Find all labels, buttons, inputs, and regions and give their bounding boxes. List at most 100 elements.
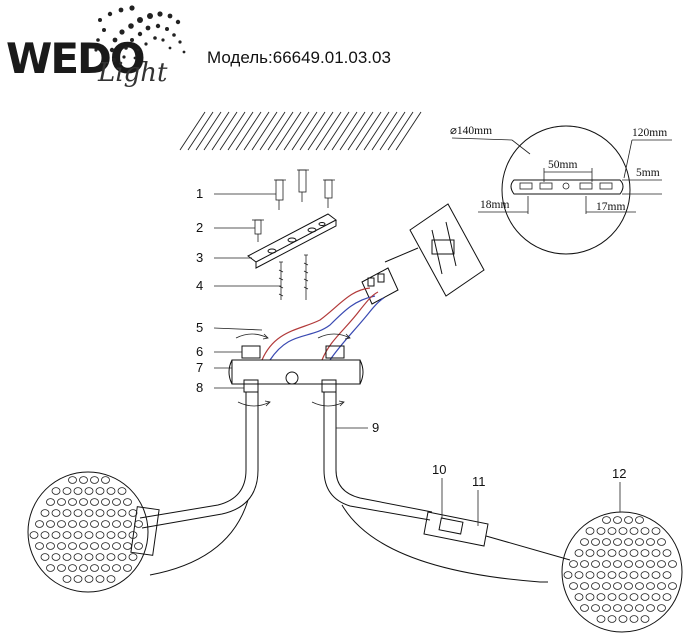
perforation-hole [117, 509, 127, 517]
callout-leaders [213, 193, 621, 526]
perforation-hole [79, 498, 88, 506]
ceiling-hatching [179, 111, 422, 151]
perforation-hole [68, 542, 77, 550]
nuts-bottom [243, 379, 337, 393]
perforation-hole [101, 520, 110, 528]
perforation-hole [101, 476, 110, 484]
long-screws [278, 254, 309, 300]
perforation-hole [657, 538, 666, 546]
perforation-hole [585, 571, 595, 579]
perforation-hole [117, 531, 127, 539]
dim-length: 120mm [632, 127, 667, 139]
perforation-hole [57, 520, 66, 528]
perforation-hole [95, 487, 105, 495]
perforation-hole [624, 538, 633, 546]
perforation-hole [662, 549, 672, 557]
callout-4: 4 [196, 278, 203, 293]
perforation-hole [40, 553, 50, 561]
perforation-hole [73, 509, 83, 517]
perforation-hole [640, 593, 650, 601]
wire-blue [269, 295, 376, 361]
perforation-hole [618, 571, 628, 579]
perforation-hole [635, 582, 644, 590]
perforation-hole [90, 476, 99, 484]
perforation-hole [574, 549, 584, 557]
dim-slot: 5mm [636, 167, 660, 179]
perforation-hole [635, 538, 644, 546]
perforation-hole [646, 560, 655, 568]
perforation-hole [596, 527, 606, 535]
globe-left [27, 471, 160, 593]
perforation-hole [51, 509, 61, 517]
wire-red [261, 287, 371, 361]
perforation-hole [629, 527, 639, 535]
perforation-hole [106, 531, 116, 539]
perforation-hole [106, 575, 116, 583]
perforation-hole [62, 487, 72, 495]
perforation-hole [84, 487, 94, 495]
perforation-hole [596, 615, 606, 623]
perforation-hole [84, 531, 94, 539]
perforation-hole [602, 582, 611, 590]
perforation-hole [62, 553, 72, 561]
perforation-hole [580, 538, 589, 546]
small-screw [252, 219, 264, 242]
perforation-hole [106, 509, 116, 517]
perforation-hole [618, 527, 628, 535]
perforation-hole [95, 531, 105, 539]
perforation-hole [117, 487, 127, 495]
perforation-hole [618, 615, 628, 623]
perforation-hole [646, 604, 655, 612]
perforation-hole [613, 516, 622, 524]
globe-right [561, 511, 683, 633]
perforation-hole [90, 520, 99, 528]
perforation-hole [563, 571, 573, 579]
perforation-hole [112, 542, 121, 550]
dim-diameter: ⌀140mm [450, 125, 492, 137]
perforation-hole [629, 549, 639, 557]
perforation-hole [585, 593, 595, 601]
perforation-hole [657, 604, 666, 612]
perforation-hole [40, 509, 50, 517]
perforation-hole [68, 564, 77, 572]
wire-blue-2 [329, 297, 385, 361]
callout-1: 1 [196, 186, 203, 201]
perforation-hole [90, 564, 99, 572]
perforation-hole [84, 575, 94, 583]
perforation-hole [112, 498, 121, 506]
perforation-hole [73, 575, 83, 583]
perforation-hole [123, 542, 132, 550]
dim-spacing: 50mm [548, 159, 577, 171]
perforation-hole [101, 498, 110, 506]
perforation-hole [607, 571, 617, 579]
perforation-hole [640, 549, 650, 557]
perforation-hole [602, 538, 611, 546]
perforation-hole [668, 560, 677, 568]
perforation-hole [51, 553, 61, 561]
perforation-hole [602, 516, 611, 524]
perforation-hole [596, 549, 606, 557]
callout-9: 9 [372, 420, 379, 435]
perforation-hole [635, 516, 644, 524]
terminal-detail [409, 203, 485, 297]
perforation-hole [591, 582, 600, 590]
perforation-hole [646, 582, 655, 590]
perforation-hole [624, 560, 633, 568]
perforation-hole [618, 549, 628, 557]
perforation-hole [128, 509, 138, 517]
perforation-hole [51, 531, 61, 539]
perforation-hole [73, 553, 83, 561]
perforation-hole [46, 520, 55, 528]
perforation-hole [29, 531, 39, 539]
perforation-hole [68, 498, 77, 506]
perforation-hole [62, 509, 72, 517]
perforation-hole [123, 520, 132, 528]
perforation-hole [624, 516, 633, 524]
perforation-hole [613, 604, 622, 612]
perforation-hole [112, 520, 121, 528]
canopy-bar [228, 359, 364, 385]
perforation-hole [574, 571, 584, 579]
perforation-hole [607, 593, 617, 601]
rotation-arrows [235, 333, 351, 407]
